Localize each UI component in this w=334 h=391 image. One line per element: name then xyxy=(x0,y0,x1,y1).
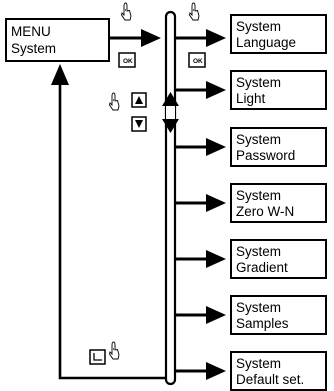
menu-item-frame xyxy=(230,70,327,110)
menu-item-frame xyxy=(230,14,327,54)
ok-key-icon: OK xyxy=(188,52,206,68)
menu-item-frame xyxy=(230,239,327,279)
menu-item-line1: System xyxy=(236,356,281,371)
menu-items: SystemLanguageSystemLightSystemPasswordS… xyxy=(230,14,327,391)
menu-item-line2: Zero W-N xyxy=(236,204,294,219)
svg-text:OK: OK xyxy=(123,58,133,65)
ok-key-icon: OK xyxy=(118,52,136,68)
menu-item-frame xyxy=(230,183,327,223)
menu-item-line1: System xyxy=(236,75,281,90)
bus-to-item-arrowhead-3 xyxy=(206,138,226,156)
item-arrows xyxy=(176,81,226,380)
menu-item-line2: Language xyxy=(236,35,296,50)
up-down-navigation-arrows xyxy=(162,92,179,133)
menu-box-line2: System xyxy=(11,41,56,56)
svg-text:OK: OK xyxy=(193,58,203,65)
menu-item-line1: System xyxy=(236,132,281,147)
menu-item-frame xyxy=(230,127,327,167)
menu-box-line1: MENU xyxy=(11,24,51,39)
vertical-bus xyxy=(164,10,177,386)
up-arrow-key-icon xyxy=(131,92,147,108)
menu-item-line1: System xyxy=(236,300,281,315)
return-loop-arrow xyxy=(51,64,166,380)
bus-to-item-arrowhead-4 xyxy=(206,194,226,212)
bus-to-item-arrow-1 xyxy=(176,29,226,47)
menu-to-bus-arrow xyxy=(110,29,161,47)
menu-item-frame xyxy=(230,295,327,335)
finger-press-icon xyxy=(109,341,120,360)
menu-item-line2: Password xyxy=(236,148,295,163)
enter-key-icon xyxy=(89,349,106,365)
menu-item-frame xyxy=(230,351,327,391)
menu-item-line1: System xyxy=(236,188,281,203)
menu-item-line2: Default set. xyxy=(236,372,304,387)
menu-item-line2: Samples xyxy=(236,316,289,331)
bus-to-item-arrowhead-5 xyxy=(206,250,226,268)
down-arrow-key-icon xyxy=(131,116,147,132)
menu-item-line1: System xyxy=(236,19,281,34)
menu-item-line2: Gradient xyxy=(236,260,288,275)
finger-press-icon xyxy=(109,92,120,111)
bus-to-item-arrowhead-7 xyxy=(206,362,226,380)
finger-press-icon xyxy=(121,2,132,21)
menu-item-line2: Light xyxy=(236,91,266,106)
finger-press-icon xyxy=(189,2,200,21)
bus-to-item-arrowhead-6 xyxy=(206,306,226,324)
menu-system-box: MENU System xyxy=(5,18,110,62)
menu-item-line1: System xyxy=(236,244,281,259)
bus-to-item-arrowhead-2 xyxy=(206,81,226,99)
